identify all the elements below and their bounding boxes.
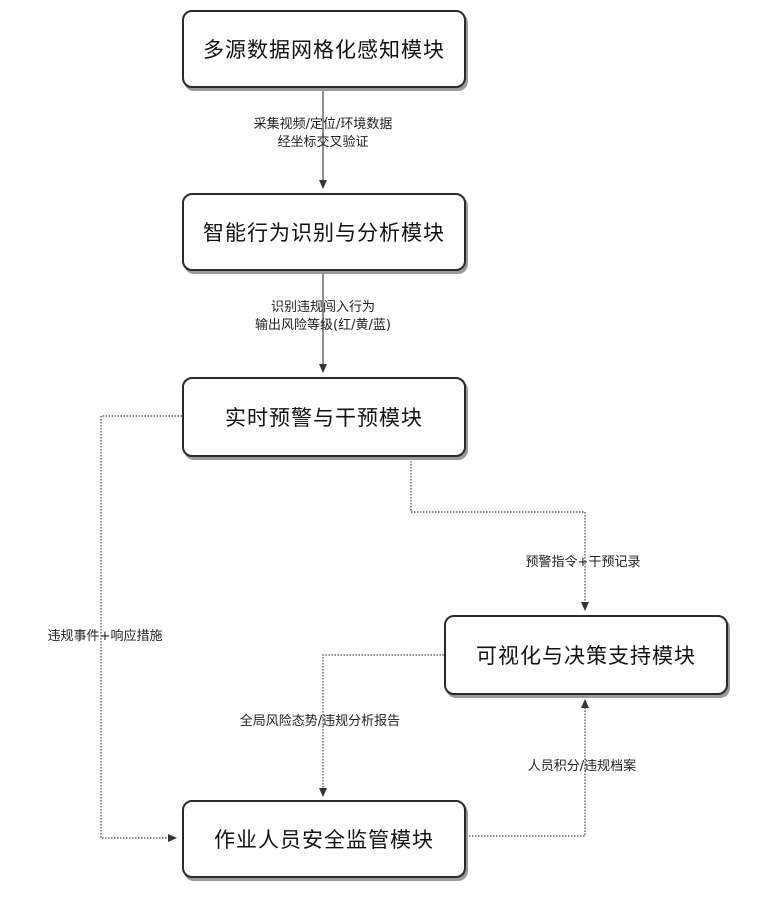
- module-warning: 实时预警与干预模块: [182, 377, 466, 457]
- arrow-warning-to-supervision: [101, 416, 182, 838]
- module-recognition: 智能行为识别与分析模块: [182, 193, 466, 271]
- edge-label-visualization-to-supervision: 全局风险态势/违规分析报告: [205, 713, 435, 731]
- edge-label-warning-to-visualization: 预警指令+干预记录: [498, 554, 668, 572]
- arrow-warning-to-visualization: [411, 458, 585, 610]
- module-visualization: 可视化与决策支持模块: [444, 615, 728, 695]
- edge-label-recognition-to-warning: 识别违规闯入行为 输出风险等级(红/黄/蓝): [228, 299, 418, 335]
- edge-label-line-2: 输出风险等级(红/黄/蓝): [228, 317, 418, 335]
- module-supervision: 作业人员安全监管模块: [182, 800, 466, 878]
- edge-label-line-1: 采集视频/定位/环境数据: [228, 116, 418, 134]
- module-perception: 多源数据网格化感知模块: [182, 10, 466, 88]
- edge-label-line-1: 识别违规闯入行为: [228, 299, 418, 317]
- edge-label-line-2: 经坐标交叉验证: [228, 134, 418, 152]
- edge-label-warning-to-supervision: 违规事件+响应措施: [20, 628, 190, 646]
- edge-label-supervision-to-visualization: 人员积分/违规档案: [502, 758, 662, 776]
- edge-label-perception-to-recognition: 采集视频/定位/环境数据 经坐标交叉验证: [228, 116, 418, 152]
